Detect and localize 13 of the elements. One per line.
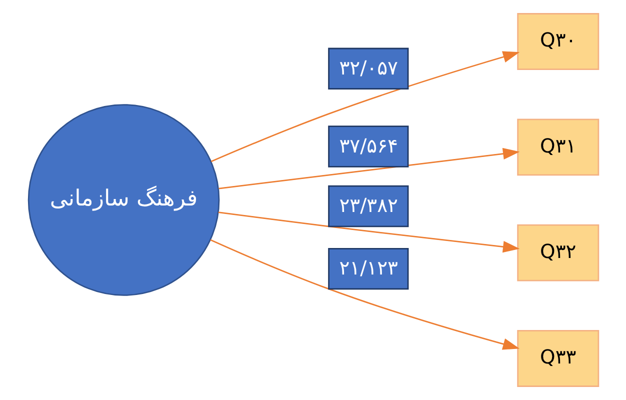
node-box: Q۳۱	[516, 118, 599, 176]
edge-label: ۲۳/۳۸۲	[338, 194, 398, 218]
node-circle: فرهنگ سازمانی	[27, 104, 220, 296]
node-box: Q۳۰	[516, 13, 599, 70]
arrow	[210, 51, 520, 162]
arrow	[218, 148, 520, 190]
edge-label: ۲۱/۱۲۳	[338, 256, 398, 280]
arrow	[210, 239, 520, 350]
edge-label: ۳۲/۰۵۷	[338, 56, 398, 80]
arrow	[218, 212, 520, 253]
node-box: Q۳۳	[516, 330, 599, 387]
node-box: Q۳۲	[516, 224, 599, 282]
edge-label: ۳۷/۵۶۴	[338, 134, 398, 158]
